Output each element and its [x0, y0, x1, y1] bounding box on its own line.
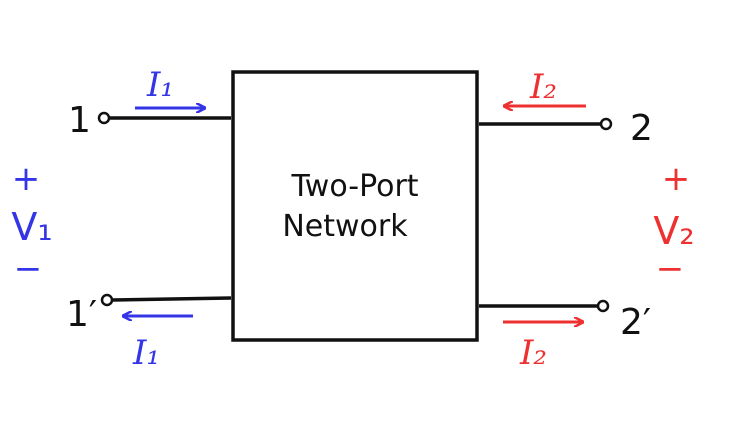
voltage-minus-left: −	[14, 249, 43, 289]
current-label-bottom-left: I₁	[132, 333, 160, 373]
voltage-minus-right: −	[656, 249, 685, 289]
network-box	[231, 70, 479, 342]
box-label-line2: Network	[282, 209, 408, 244]
terminal-2-prime-node	[596, 299, 610, 313]
voltage-plus-right: +	[662, 159, 691, 199]
voltage-label-left: V₁	[11, 205, 52, 249]
current-label-bottom-right: I₂	[519, 333, 547, 373]
voltage-plus-left: +	[12, 159, 41, 199]
terminal-2-prime-label: 2′	[620, 302, 651, 343]
terminal-1-prime-node	[100, 293, 114, 307]
terminal-1-prime-label: 1′	[66, 294, 97, 335]
wire-bottom-left	[112, 296, 232, 302]
current-label-top-right: I₂	[529, 67, 557, 107]
box-label-line1: Two-Port	[290, 169, 418, 204]
current-label-top-left: I₁	[146, 65, 174, 105]
terminal-2-node	[599, 117, 613, 131]
voltage-label-right: V₂	[653, 209, 694, 253]
terminal-1-node	[97, 111, 111, 125]
terminal-2-label: 2	[630, 108, 653, 149]
terminal-1-label: 1	[68, 100, 91, 141]
